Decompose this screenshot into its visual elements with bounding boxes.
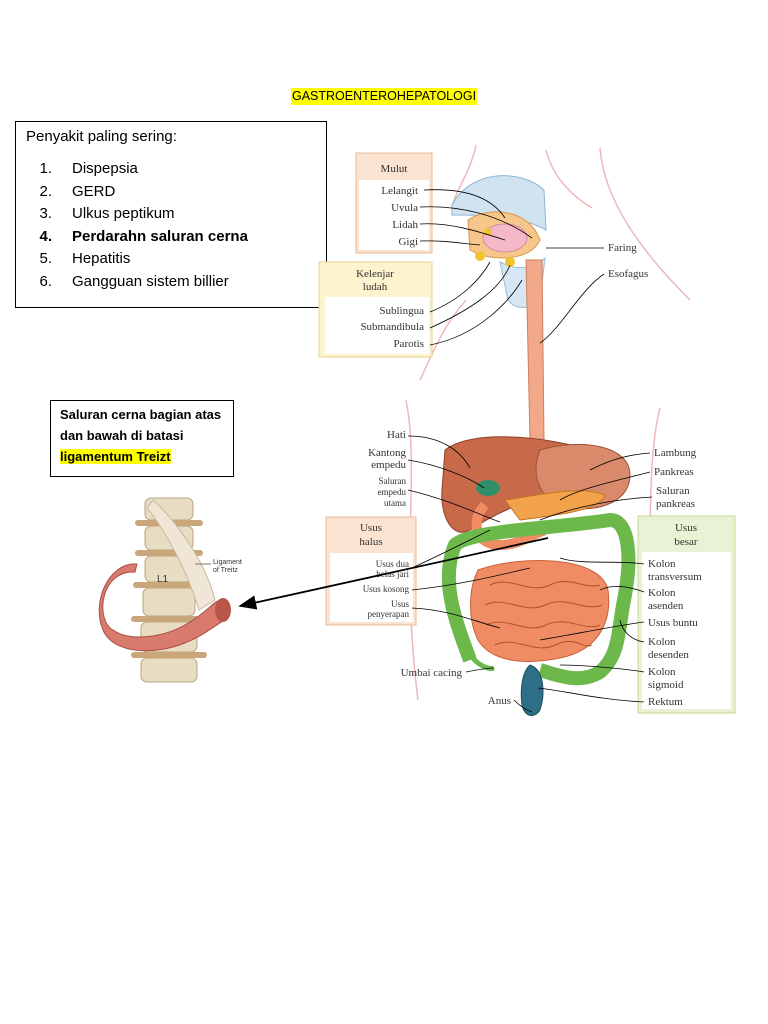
svg-text:pankreas: pankreas xyxy=(656,498,695,510)
list-item: 2.GERD xyxy=(39,182,116,200)
list-item: 6.Gangguan sistem billier xyxy=(39,272,229,290)
common-diseases-box: Penyakit paling sering: 1.Dispepsia 2.GE… xyxy=(15,121,327,308)
list-item: 5.Hepatitis xyxy=(39,250,131,267)
svg-text:Lelangit: Lelangit xyxy=(381,185,418,197)
svg-text:Parotis: Parotis xyxy=(393,338,424,350)
treitz-arrow xyxy=(238,537,549,610)
duodenum-diagram xyxy=(471,501,547,551)
rectum xyxy=(520,664,544,716)
svg-text:halus: halus xyxy=(359,536,382,548)
list-item: 1.Dispepsia xyxy=(39,160,138,177)
ligament-label-1: Ligament xyxy=(213,559,242,566)
svg-text:empedu: empedu xyxy=(371,459,406,471)
svg-text:Kelenjar: Kelenjar xyxy=(356,268,394,280)
note-line-1: Saluran cerna bagian atas xyxy=(60,407,222,422)
svg-text:utama: utama xyxy=(384,498,406,508)
pancreas xyxy=(504,490,606,521)
svg-text:Kantong: Kantong xyxy=(368,447,406,459)
svg-text:Anus: Anus xyxy=(488,695,511,707)
svg-text:Submandibula: Submandibula xyxy=(360,321,424,333)
appendix xyxy=(468,653,495,671)
ligament-of-treitz-illustration: L1 Ligament of Treitz xyxy=(95,490,255,690)
svg-text:Usus dua: Usus dua xyxy=(376,559,409,569)
svg-text:belas jari: belas jari xyxy=(376,569,409,579)
organ-labels: Faring Esofagus Lambung Pankreas Saluran… xyxy=(368,242,697,707)
svg-text:Uvula: Uvula xyxy=(391,202,418,214)
svg-text:penyerapan: penyerapan xyxy=(368,609,410,619)
treitz-note-box: Saluran cerna bagian atas dan bawah di b… xyxy=(50,400,234,477)
list-heading: Penyakit paling sering: xyxy=(26,128,177,145)
large-intestine xyxy=(441,512,636,686)
svg-text:Sublingua: Sublingua xyxy=(379,305,424,317)
svg-text:Hati: Hati xyxy=(387,429,406,441)
svg-text:Faring: Faring xyxy=(608,242,637,254)
svg-text:Usus: Usus xyxy=(391,599,410,609)
esophagus xyxy=(525,259,545,441)
svg-text:desenden: desenden xyxy=(648,649,689,661)
svg-text:Usus: Usus xyxy=(675,522,697,534)
mulut-label-box: Mulut Lelangit Uvula Lidah Gigi xyxy=(355,152,433,254)
svg-text:Kolon: Kolon xyxy=(648,587,676,599)
vertebra-label: L1 xyxy=(157,574,169,585)
disease-list: 1.Dispepsia 2.GERD 3.Ulkus peptikum 4.Pe… xyxy=(28,158,248,293)
svg-text:ludah: ludah xyxy=(363,281,388,293)
svg-text:Mulut: Mulut xyxy=(381,163,408,175)
svg-text:sigmoid: sigmoid xyxy=(648,679,684,691)
svg-text:asenden: asenden xyxy=(648,600,684,612)
note-line-2: dan bawah di batasi xyxy=(60,428,184,443)
svg-text:empedu: empedu xyxy=(378,487,407,497)
svg-text:Gigi: Gigi xyxy=(398,236,418,248)
svg-text:Lidah: Lidah xyxy=(392,219,418,231)
leader-lines xyxy=(407,189,653,713)
svg-text:Kolon: Kolon xyxy=(648,636,676,648)
svg-text:Umbai cacing: Umbai cacing xyxy=(401,667,463,679)
svg-text:Usus kosong: Usus kosong xyxy=(363,584,410,594)
note-highlight: ligamentum Treizt xyxy=(60,449,171,464)
svg-text:Usus buntu: Usus buntu xyxy=(648,617,698,629)
ligament-band xyxy=(146,499,216,611)
svg-text:Saluran: Saluran xyxy=(656,485,690,497)
ligament-label-2: of Treitz xyxy=(213,567,238,574)
svg-text:besar: besar xyxy=(674,536,698,548)
page-title: GASTROENTEROHEPATOLOGI xyxy=(291,88,478,105)
svg-text:Esofagus: Esofagus xyxy=(608,268,648,280)
gallbladder xyxy=(476,480,500,496)
list-item: 3.Ulkus peptikum xyxy=(39,205,175,222)
svg-text:Rektum: Rektum xyxy=(648,696,683,708)
usus-halus-label-box: Usus halus Usus dua belas jari Usus koso… xyxy=(325,516,417,626)
svg-text:Kolon: Kolon xyxy=(648,666,676,678)
svg-text:Pankreas: Pankreas xyxy=(654,466,694,478)
list-item: 4.Perdarahn saluran cerna xyxy=(39,227,248,245)
kelenjar-label-box: Kelenjar ludah Sublingua Submandibula Pa… xyxy=(318,261,433,358)
usus-besar-label-box: Usus besar Kolon transversum Kolon asend… xyxy=(637,515,736,714)
small-intestine xyxy=(470,559,610,662)
svg-text:transversum: transversum xyxy=(648,571,702,583)
svg-text:Saluran: Saluran xyxy=(379,476,407,486)
svg-text:Usus: Usus xyxy=(360,522,382,534)
svg-text:Kolon: Kolon xyxy=(648,558,676,570)
svg-text:Lambung: Lambung xyxy=(654,447,697,459)
